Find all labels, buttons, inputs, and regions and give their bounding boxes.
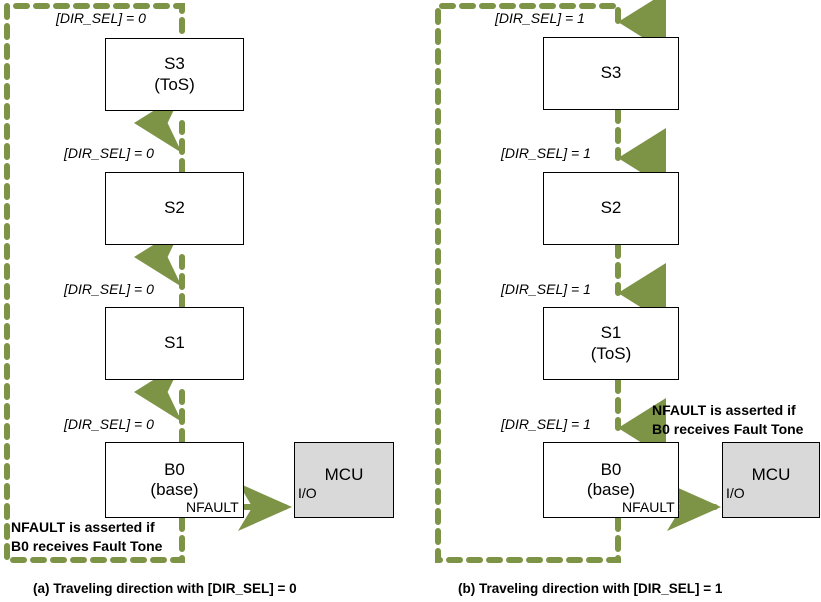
panel-dir-sel-0: S3 (ToS) S2 S1 B0 (base) NFAULT MCU I/O … — [0, 0, 410, 602]
node-s2-panel-b[interactable]: S2 — [543, 172, 679, 245]
mcu-title: MCU — [751, 465, 791, 484]
node-sublabel: (base) — [586, 480, 636, 499]
condition-label-s2-s1-panel-b: [DIR_SEL] = 1 — [501, 281, 591, 297]
node-s3-panel-b[interactable]: S3 — [543, 37, 679, 110]
node-label: S3 — [164, 54, 185, 74]
condition-label-top-panel-a: [DIR_SEL] = 0 — [56, 10, 146, 26]
node-sublabel: (ToS) — [154, 74, 195, 94]
nfault-note-line-2: B0 receives Fault Tone — [652, 420, 804, 437]
mcu-block-panel-a[interactable]: MCU I/O — [294, 442, 394, 518]
mcu-io-label: I/O — [726, 485, 745, 501]
node-s2-panel-a[interactable]: S2 — [105, 172, 244, 245]
condition-label-s2-s3-panel-a: [DIR_SEL] = 0 — [64, 145, 154, 161]
node-label: S2 — [600, 198, 622, 218]
node-sublabel: (base) — [150, 480, 199, 499]
caption-panel-b: (b) Traveling direction with [DIR_SEL] =… — [458, 581, 723, 596]
nfault-note-line-1: NFAULT is asserted if — [652, 402, 796, 418]
nfault-note-panel-a: NFAULT is asserted if B0 receives Fault … — [11, 518, 162, 556]
node-label: B0 — [164, 459, 185, 479]
condition-label-top-panel-b: [DIR_SEL] = 1 — [495, 10, 585, 26]
node-label: S2 — [164, 198, 185, 218]
panel-dir-sel-1: S3 S2 S1 (ToS) B0 (base) NFAULT MCU I/O … — [410, 0, 821, 602]
node-label: S3 — [600, 63, 622, 83]
condition-label-b0-s1-panel-a: [DIR_SEL] = 0 — [64, 416, 154, 432]
node-label: S1 — [600, 323, 622, 343]
nfault-note-line-2: B0 receives Fault Tone — [11, 537, 163, 554]
node-s1-panel-b[interactable]: S1 (ToS) — [543, 307, 679, 380]
mcu-io-label: I/O — [298, 485, 317, 501]
caption-panel-a: (a) Traveling direction with [DIR_SEL] =… — [33, 581, 297, 596]
condition-label-s3-s2-panel-b: [DIR_SEL] = 1 — [501, 145, 591, 161]
nfault-pin-label-panel-a: NFAULT — [186, 499, 239, 515]
node-b0-panel-b[interactable]: B0 (base) — [543, 442, 679, 518]
mcu-block-panel-b[interactable]: MCU I/O — [722, 442, 820, 518]
node-sublabel: (ToS) — [590, 343, 632, 363]
mcu-title: MCU — [324, 465, 364, 484]
condition-label-s1-b0-panel-b: [DIR_SEL] = 1 — [501, 416, 591, 432]
condition-label-s1-s2-panel-a: [DIR_SEL] = 0 — [64, 281, 154, 297]
nfault-note-line-1: NFAULT is asserted if — [11, 519, 155, 535]
node-s3-panel-a[interactable]: S3 (ToS) — [105, 38, 244, 111]
node-label: S1 — [164, 333, 185, 353]
node-b0-panel-a[interactable]: B0 (base) — [105, 442, 244, 518]
nfault-note-panel-b: NFAULT is asserted if B0 receives Fault … — [652, 401, 803, 439]
nfault-pin-label-panel-b: NFAULT — [622, 499, 675, 515]
node-label: B0 — [600, 459, 622, 479]
node-s1-panel-a[interactable]: S1 — [105, 307, 244, 380]
